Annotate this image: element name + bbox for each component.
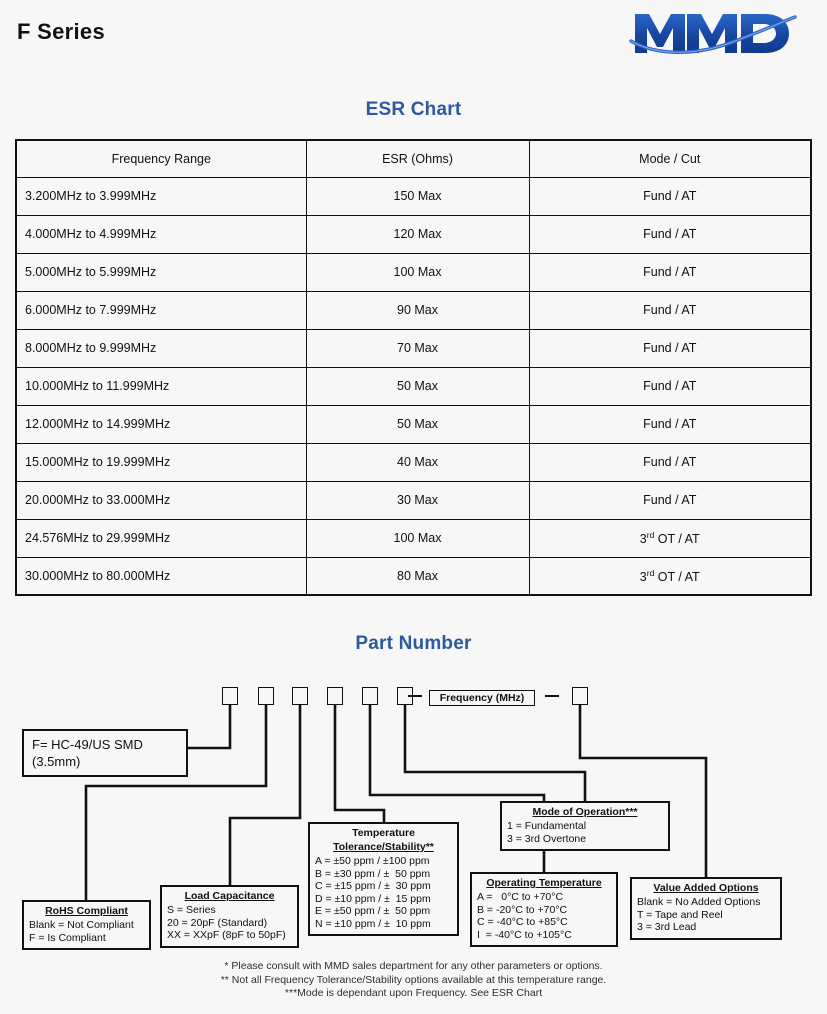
load-capacitance-title: Load Capacitance	[184, 890, 275, 902]
package-type-line1: F= HC-49/US SMD	[32, 737, 143, 752]
page-title: F Series	[17, 19, 106, 44]
footnote-1: ** Not all Frequency Tolerance/Stability…	[220, 973, 607, 986]
cell-mode-cut: Fund / AT	[528, 252, 812, 292]
temperature-tolerance-row-5: N = ±10 ppm / ± 10 ppm	[315, 917, 431, 930]
temperature-tolerance-row-0: A = ±50 ppm / ±100 ppm	[315, 855, 430, 867]
value-added-options-title: Value Added Options	[653, 882, 759, 894]
rohs-row-1: F = Is Compliant	[29, 931, 106, 944]
temperature-tolerance-box: Temperature Tolerance/Stability** A = ±5…	[308, 822, 459, 936]
cell-esr-ohms: 100 Max	[305, 518, 530, 558]
cell-frequency-range: 24.576MHz to 29.999MHz	[15, 518, 307, 558]
rohs-compliant-box: RoHS Compliant Blank = Not Compliant F =…	[22, 900, 151, 950]
pn-slot-7[interactable]	[572, 687, 588, 705]
cell-frequency-range: 6.000MHz to 7.999MHz	[15, 290, 307, 330]
mmd-logo-svg	[629, 14, 797, 54]
mode-of-operation-title: Mode of Operation***	[532, 806, 638, 818]
operating-temperature-row-2: C = -40°C to +85°C	[477, 916, 568, 928]
cell-frequency-range: 30.000MHz to 80.000MHz	[15, 556, 307, 596]
cell-esr-ohms: 50 Max	[305, 404, 530, 444]
temperature-tolerance-row-1: B = ±30 ppm / ± 50 ppm	[315, 867, 431, 880]
temperature-tolerance-row-4: E = ±50 ppm / ± 50 ppm	[315, 905, 431, 917]
cell-esr-ohms: 50 Max	[305, 366, 530, 406]
footnote-2: ***Mode is dependant upon Frequency. See…	[284, 987, 543, 999]
pn-frequency-field[interactable]: Frequency (MHz)	[429, 690, 535, 706]
cell-esr-ohms: 30 Max	[305, 480, 530, 520]
cell-esr-ohms: 120 Max	[305, 214, 530, 254]
operating-temperature-box: Operating Temperature A = 0°C to +70°C B…	[470, 872, 618, 947]
temperature-tolerance-row-2: C = ±15 ppm / ± 30 ppm	[315, 880, 431, 892]
cell-mode-cut: 3rd OT / AT	[528, 518, 812, 558]
load-capacitance-row-1: 20 = 20pF (Standard)	[167, 916, 268, 929]
load-capacitance-box: Load Capacitance S = Series 20 = 20pF (S…	[160, 885, 299, 948]
cell-esr-ohms: 150 Max	[305, 176, 530, 216]
pn-slot-4[interactable]	[327, 687, 343, 705]
rohs-title: RoHS Compliant	[45, 905, 128, 917]
pn-slot-1[interactable]	[222, 687, 238, 705]
mmd-logo	[629, 8, 797, 60]
value-added-options-row-1: T = Tape and Reel	[637, 908, 723, 921]
cell-frequency-range: 20.000MHz to 33.000MHz	[15, 480, 307, 520]
temperature-tolerance-title-line2: Tolerance/Stability**	[333, 841, 434, 853]
mode-of-operation-box: Mode of Operation*** 1 = Fundamental 3 =…	[500, 801, 670, 851]
load-capacitance-row-0: S = Series	[167, 904, 216, 916]
pn-slot-2[interactable]	[258, 687, 274, 705]
operating-temperature-title: Operating Temperature	[486, 877, 602, 889]
operating-temperature-row-3: I = -40°C to +105°C	[477, 928, 572, 941]
footnote-0: * Please consult with MMD sales departme…	[224, 960, 603, 972]
cell-esr-ohms: 70 Max	[305, 328, 530, 368]
cell-esr-ohms: 90 Max	[305, 290, 530, 330]
cell-mode-cut: Fund / AT	[528, 290, 812, 330]
cell-esr-ohms: 80 Max	[305, 556, 530, 596]
pn-slot-3[interactable]	[292, 687, 308, 705]
cell-mode-cut: Fund / AT	[528, 176, 812, 216]
pn-separator-1	[408, 695, 422, 697]
value-added-options-row-2: 3 = 3rd Lead	[637, 921, 697, 933]
cell-mode-cut: Fund / AT	[528, 214, 812, 254]
operating-temperature-row-0: A = 0°C to +70°C	[477, 891, 564, 903]
load-capacitance-row-2: XX = XXpF (8pF to 50pF)	[167, 929, 286, 941]
package-type-line2: (3.5mm)	[32, 754, 81, 769]
rohs-row-0: Blank = Not Compliant	[29, 919, 134, 931]
cell-mode-cut: 3rd OT / AT	[528, 556, 812, 596]
part-number-heading: Part Number	[355, 633, 472, 654]
mode-of-operation-row-0: 1 = Fundamental	[507, 820, 587, 832]
value-added-options-box: Value Added Options Blank = No Added Opt…	[630, 877, 782, 940]
cell-mode-cut: Fund / AT	[528, 442, 812, 482]
column-header-frequency-range: Frequency Range	[15, 139, 307, 178]
column-header-mode-cut: Mode / Cut	[528, 139, 812, 178]
table-header-row: Frequency Range ESR (Ohms) Mode / Cut	[15, 139, 812, 178]
cell-mode-cut: Fund / AT	[528, 480, 812, 520]
value-added-options-row-0: Blank = No Added Options	[637, 896, 761, 908]
page-header: F Series	[0, 0, 827, 70]
esr-chart-heading: ESR Chart	[365, 99, 462, 120]
mode-of-operation-row-1: 3 = 3rd Overtone	[507, 832, 587, 845]
cell-frequency-range: 5.000MHz to 5.999MHz	[15, 252, 307, 292]
esr-chart-table: Frequency Range ESR (Ohms) Mode / Cut 3.…	[15, 139, 812, 596]
pn-slot-5[interactable]	[362, 687, 378, 705]
temperature-tolerance-title-line1: Temperature	[352, 827, 415, 839]
pn-separator-2	[545, 695, 559, 697]
column-header-esr-ohms: ESR (Ohms)	[305, 139, 530, 178]
operating-temperature-row-1: B = -20°C to +70°C	[477, 903, 568, 916]
temperature-tolerance-row-3: D = ±10 ppm / ± 15 ppm	[315, 892, 431, 905]
cell-mode-cut: Fund / AT	[528, 328, 812, 368]
package-type-box: F= HC-49/US SMD (3.5mm)	[22, 729, 188, 777]
footnotes: * Please consult with MMD sales departme…	[0, 960, 827, 1001]
